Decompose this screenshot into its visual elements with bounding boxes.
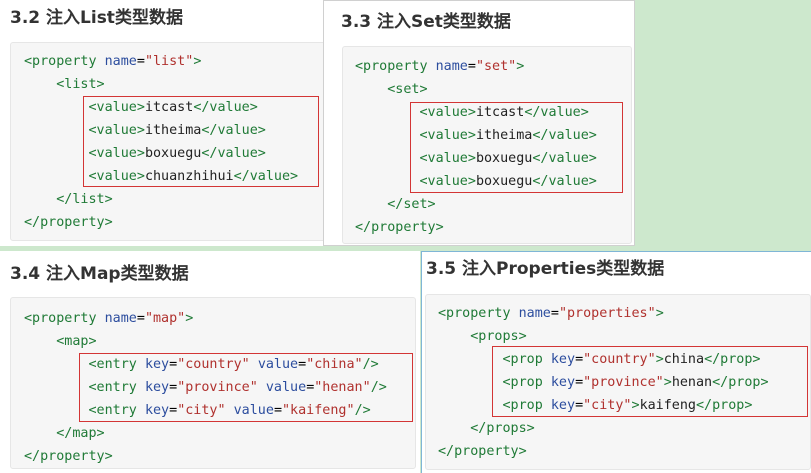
code-line: <value>itcast</value> [419, 105, 589, 120]
code-line: <value>itheima</value> [419, 128, 597, 143]
code-line: <prop key="country">china</prop> [502, 352, 761, 367]
list-highlight-box [83, 96, 319, 187]
map-panel: 3.4 注入Map类型数据 <property name="map"> <map… [0, 251, 420, 473]
code-line: <set> [387, 82, 428, 97]
code-line: <entry key="city" value="kaifeng"/> [88, 403, 371, 418]
code-line: </set> [387, 197, 436, 212]
set-panel: 3.3 注入Set类型数据 <property name="set"> <set… [323, 0, 635, 246]
code-line: <entry key="country" value="china"/> [88, 357, 379, 372]
set-code-block [342, 46, 632, 244]
code-line: <prop key="province">henan</prop> [502, 375, 769, 390]
code-line: <prop key="city">kaifeng</prop> [502, 398, 753, 413]
code-line: <property name="list"> [24, 54, 202, 69]
properties-code-block [425, 294, 811, 470]
list-panel-title: 3.2 注入List类型数据 [10, 8, 183, 28]
code-line: <value>chuanzhihui</value> [88, 169, 299, 184]
code-line: </list> [56, 192, 113, 207]
code-line: <property name="map"> [24, 311, 194, 326]
code-line: <entry key="province" value="henan"/> [88, 380, 387, 395]
code-line: </property> [24, 215, 113, 230]
code-line: <property name="set"> [355, 59, 525, 74]
code-line: </props> [470, 421, 535, 436]
code-line: <property name="properties"> [438, 306, 664, 321]
code-line: <value>boxuegu</value> [419, 151, 597, 166]
list-code-block [10, 42, 328, 241]
properties-panel: 3.5 注入Properties类型数据 <property name="pro… [421, 251, 811, 473]
set-panel-title: 3.3 注入Set类型数据 [341, 12, 511, 32]
code-line: <list> [56, 77, 105, 92]
code-line: <value>boxuegu</value> [419, 174, 597, 189]
map-code-block [10, 297, 416, 469]
set-highlight-box [410, 102, 623, 193]
code-line: <value>itcast</value> [88, 100, 258, 115]
code-line: <map> [56, 334, 97, 349]
map-panel-title: 3.4 注入Map类型数据 [10, 264, 189, 284]
code-line: </property> [438, 444, 527, 459]
list-panel: 3.2 注入List类型数据 <property name="list"> <l… [0, 0, 328, 246]
code-line: <props> [470, 329, 527, 344]
code-line: <value>boxuegu</value> [88, 146, 266, 161]
map-highlight-box [79, 353, 413, 422]
code-line: </map> [56, 426, 105, 441]
properties-panel-title: 3.5 注入Properties类型数据 [426, 259, 665, 279]
code-line: </property> [24, 449, 113, 464]
code-line: <value>itheima</value> [88, 123, 266, 138]
properties-highlight-box [492, 346, 808, 417]
code-line: </property> [355, 220, 444, 235]
